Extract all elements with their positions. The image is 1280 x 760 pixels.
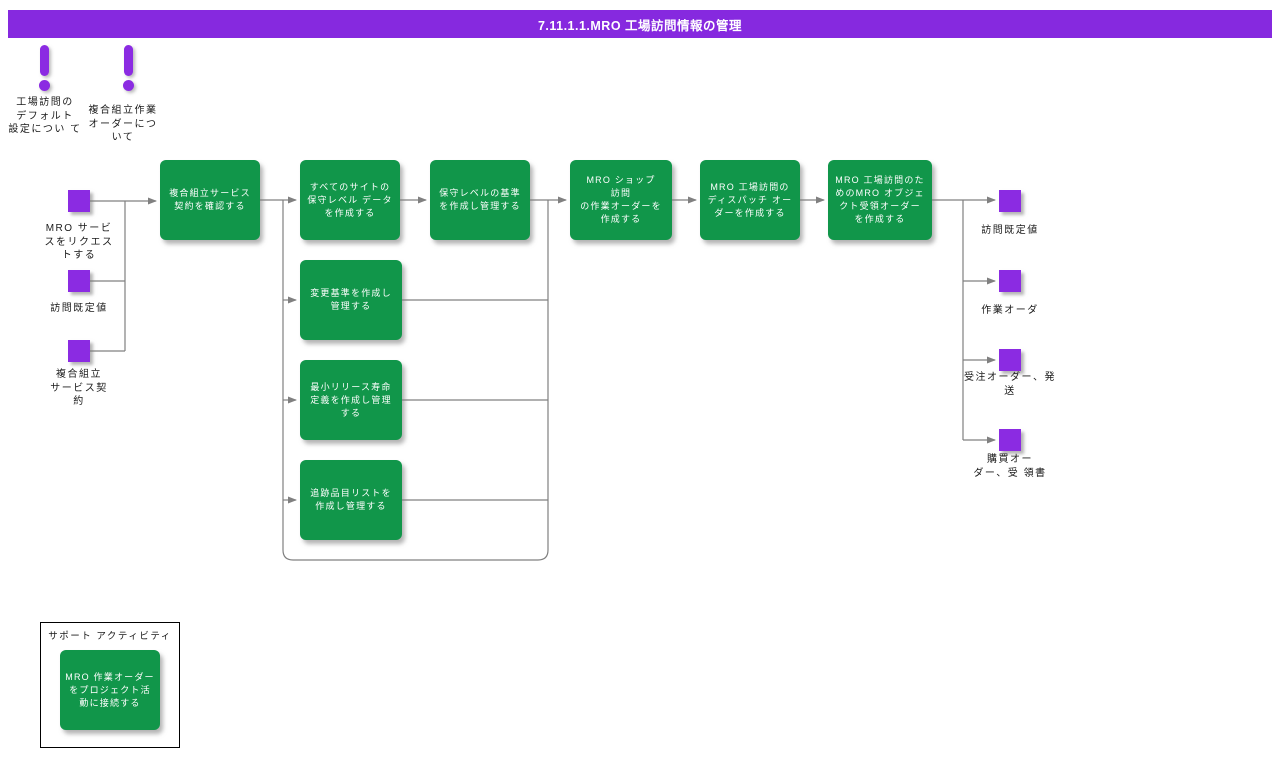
input-node-visit-defaults — [68, 270, 90, 292]
exclamation-icon[interactable] — [124, 45, 133, 76]
exclamation-icon[interactable] — [123, 80, 134, 91]
output-node-visit-defaults — [999, 190, 1021, 212]
exclamation-icon[interactable] — [39, 80, 50, 91]
note-label-plant-visit-defaults: 工場訪問の デフォルト 設定につい て — [8, 97, 82, 135]
task-verify-composite-service-contract[interactable]: 複合組立サービス 契約を確認する — [160, 160, 260, 240]
task-create-min-release-life-definition[interactable]: 最小リリース寿命 定義を作成し管理 する — [300, 360, 402, 440]
task-create-change-criteria[interactable]: 変更基準を作成し 管理する — [300, 260, 402, 340]
input-node-composite-service-contract — [68, 340, 90, 362]
task-create-dispatch-order[interactable]: MRO 工場訪問の ディスパッチ オー ダーを作成する — [700, 160, 800, 240]
input-label-mro-service-request: MRO サービ スをリクエス トする — [44, 223, 114, 261]
task-connect-work-order-to-project[interactable]: MRO 作業オーダー をプロジェクト活 動に接続する — [60, 650, 160, 730]
output-label-visit-defaults: 訪問既定値 — [981, 225, 1039, 236]
support-activity-title: サポート アクティビティ — [48, 631, 172, 642]
input-node-mro-service-request — [68, 190, 90, 212]
output-label-purchase-order-receipt: 購買オー ダー、受 領書 — [973, 454, 1047, 479]
task-create-site-maintenance-level-data[interactable]: すべてのサイトの 保守レベル データ を作成する — [300, 160, 400, 240]
task-create-maintenance-level-criteria[interactable]: 保守レベルの基準 を作成し管理する — [430, 160, 530, 240]
task-create-tracked-item-list[interactable]: 追跡品目リストを 作成し管理する — [300, 460, 402, 540]
page-title: 7.11.1.1.MRO 工場訪問情報の管理 — [537, 18, 743, 33]
output-node-purchase-order-receipt — [999, 429, 1021, 451]
exclamation-icon[interactable] — [40, 45, 49, 76]
task-create-shop-visit-work-order[interactable]: MRO ショップ 訪問 の作業オーダーを 作成する — [570, 160, 672, 240]
output-node-work-order — [999, 270, 1021, 292]
input-label-visit-defaults: 訪問既定値 — [50, 303, 108, 314]
output-label-sales-order-shipment: 受注オーダー、発 送 — [964, 372, 1056, 397]
output-node-sales-order-shipment — [999, 349, 1021, 371]
task-create-mro-object-receipt-order[interactable]: MRO 工場訪問のた めのMRO オブジェ クト受領オーダー を作成する — [828, 160, 932, 240]
page-title-bar: 7.11.1.1.MRO 工場訪問情報の管理 — [8, 10, 1272, 38]
input-label-composite-service-contract: 複合組立 サービス契 約 — [50, 369, 108, 407]
note-label-composite-work-order: 複合組立作業 オーダーにつ いて — [88, 105, 158, 143]
output-label-work-order: 作業オーダ — [981, 305, 1039, 316]
